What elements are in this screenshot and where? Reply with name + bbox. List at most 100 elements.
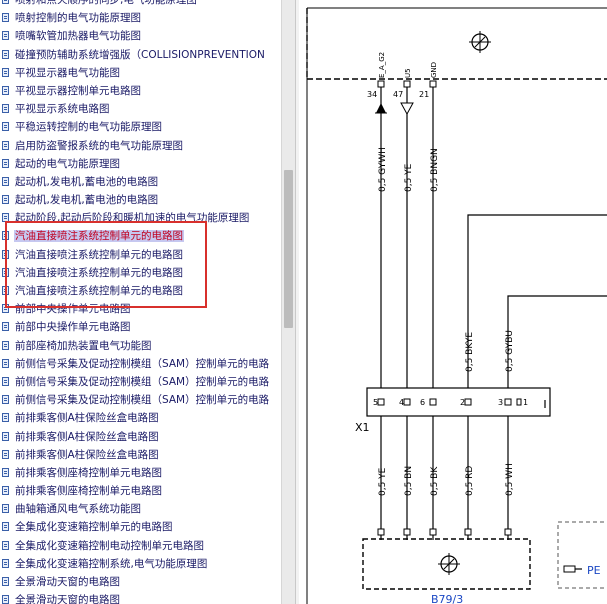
list-item-label: 前侧信号采集及促动控制模组（SAM）控制单元的电路 [15,357,270,370]
document-icon [2,358,9,368]
list-item[interactable]: 前排乘客侧座椅控制单元电路图 [0,482,281,500]
document-icon [2,249,9,259]
list-item[interactable]: 前侧信号采集及促动控制模组（SAM）控制单元的电路 [0,373,281,391]
connector-pin: 6 [420,398,425,407]
list-item[interactable]: 前排乘客侧A柱保险丝盒电路图 [0,428,281,446]
list-item[interactable]: 平视显示器控制单元电路图 [0,82,281,100]
list-item[interactable]: 全景滑动天窗的电路图 [0,591,281,604]
list-item-label: 前侧信号采集及促动控制模组（SAM）控制单元的电路 [15,375,270,388]
list-item[interactable]: 前部中央操作单元电路图 [0,300,281,318]
list-item[interactable]: 汽油直接喷注系统控制单元的电路图 [0,264,281,282]
document-list: 喷射和点火顺序的同步,电气功能原理图喷射控制的电气功能原理图喷嘴软管加热器电气功… [0,0,281,604]
list-item-label: 汽油直接喷注系统控制单元的电路图 [15,266,183,279]
list-item[interactable]: 前部中央操作单元电路图 [0,318,281,336]
document-icon [2,0,9,4]
document-icon [2,267,9,277]
list-item[interactable]: 前侧信号采集及促动控制模组（SAM）控制单元的电路 [0,355,281,373]
document-icon [2,595,9,604]
document-icon [2,577,9,586]
signal-label: E_A_G2 [378,52,386,78]
list-item[interactable]: 汽油直接喷注系统控制单元的电路图 [0,227,281,245]
list-item[interactable]: 全集成化变速箱控制电动控制单元电路图 [0,537,281,555]
connector-pin: 1 [523,398,528,407]
document-icon [2,449,9,459]
list-item[interactable]: 起动的电气功能原理图 [0,155,281,173]
list-item-label: 碰撞预防辅助系统增强版（COLLISIONPREVENTION [15,48,265,61]
document-icon [2,286,9,295]
document-icon [2,340,9,350]
document-list-panel: 喷射和点火顺序的同步,电气功能原理图喷射控制的电气功能原理图喷嘴软管加热器电气功… [0,0,281,604]
list-item[interactable]: 起动机,发电机,蓄电池的电路图 [0,173,281,191]
wire-label: 0,5 BNGN [430,148,440,192]
reference-link[interactable]: PE [587,564,601,577]
connector-pin: 5 [373,398,378,407]
list-item-label: 前排乘客侧A柱保险丝盒电路图 [15,430,159,443]
list-item-label: 曲轴箱通风电气系统功能图 [15,503,141,516]
list-item-label: 前部中央操作单元电路图 [15,321,131,334]
list-item[interactable]: 平视显示器电气功能图 [0,64,281,82]
document-icon [2,195,9,205]
document-icon [2,31,9,41]
list-item[interactable]: 全集成化变速箱控制系统,电气功能原理图 [0,555,281,573]
list-item[interactable]: 喷射控制的电气功能原理图 [0,9,281,27]
document-icon [2,122,9,132]
document-icon [2,431,9,441]
list-item[interactable]: 汽油直接喷注系统控制单元的电路图 [0,246,281,264]
list-item-label: 汽油直接喷注系统控制单元的电路图 [15,248,183,261]
connector-pin: 3 [498,398,503,407]
list-item[interactable]: 碰撞预防辅助系统增强版（COLLISIONPREVENTION [0,46,281,64]
list-item[interactable]: 前排乘客侧A柱保险丝盒电路图 [0,409,281,427]
list-item[interactable]: 喷射和点火顺序的同步,电气功能原理图 [0,0,281,9]
list-item-label: 全景滑动天窗的电路图 [15,594,120,604]
document-icon [2,304,9,314]
document-icon [2,413,9,423]
list-item[interactable]: 曲轴箱通风电气系统功能图 [0,500,281,518]
sensor-symbol-icon [469,31,491,53]
list-item[interactable]: 起动阶段,起动后阶段和暖机加速的电气功能原理图 [0,209,281,227]
document-icon [2,104,9,114]
scrollbar-thumb[interactable] [284,170,293,328]
list-item-label: 汽油直接喷注系统控制单元的电路图 [14,230,184,243]
document-icon [2,540,9,550]
pin-number: 34 [367,90,377,99]
list-item-label: 前排乘客侧A柱保险丝盒电路图 [15,448,159,461]
list-item[interactable]: 喷嘴软管加热器电气功能图 [0,27,281,45]
document-icon [2,395,9,405]
list-item[interactable]: 平稳运转控制的电气功能原理图 [0,118,281,136]
list-item-label: 前侧信号采集及促动控制模组（SAM）控制单元的电路 [15,394,270,407]
list-item-label: 平视显示系统电路图 [15,103,110,116]
pointing-hand-icon [563,565,582,573]
wiring-diagram-view: E_A_G2 U5 GND 34 47 21 0,5 GYWH 0,5 YE 0… [299,0,607,604]
list-item[interactable]: 起动机,发电机,蓄电池的电路图 [0,191,281,209]
pane-splitter[interactable] [295,0,299,604]
list-item-label: 汽油直接喷注系统控制单元的电路图 [15,285,183,297]
signal-label: U5 [404,68,412,78]
list-item[interactable]: 前部座椅加热装置电气功能图 [0,337,281,355]
list-item[interactable]: 前侧信号采集及促动控制模组（SAM）控制单元的电路 [0,391,281,409]
list-item[interactable]: 前排乘客侧A柱保险丝盒电路图 [0,446,281,464]
connector-pin: 2 [460,398,465,407]
wire-label: 0,5 RD [465,466,475,496]
document-icon [2,140,9,150]
list-scrollbar[interactable] [281,0,295,604]
list-item[interactable]: 全集成化变速箱控制单元的电路图 [0,518,281,536]
list-item[interactable]: 前排乘客侧座椅控制单元电路图 [0,464,281,482]
document-icon [2,85,9,95]
list-item[interactable]: 平视显示系统电路图 [0,100,281,118]
list-item-label: 起动机,发电机,蓄电池的电路图 [15,194,159,207]
list-item[interactable]: 汽油直接喷注系统控制单元的电路图 [0,282,281,300]
wire-label: 0,5 BKYE [465,332,475,372]
sensor-symbol-icon [438,553,460,575]
list-item[interactable]: 启用防盗警报系统的电气功能原理图 [0,137,281,155]
document-icon [2,231,9,241]
connector-label: X1 [355,421,370,434]
list-item-label: 起动机,发电机,蓄电池的电路图 [15,175,159,188]
list-item-label: 前排乘客侧座椅控制单元电路图 [15,466,162,479]
list-item-label: 前排乘客侧座椅控制单元电路图 [15,485,162,498]
component-b79-3 [362,538,531,590]
document-icon [2,522,9,532]
list-item[interactable]: 全景滑动天窗的电路图 [0,573,281,591]
document-icon [2,213,9,223]
list-item-label: 启用防盗警报系统的电气功能原理图 [15,139,183,152]
component-label[interactable]: B79/3 [431,593,463,604]
